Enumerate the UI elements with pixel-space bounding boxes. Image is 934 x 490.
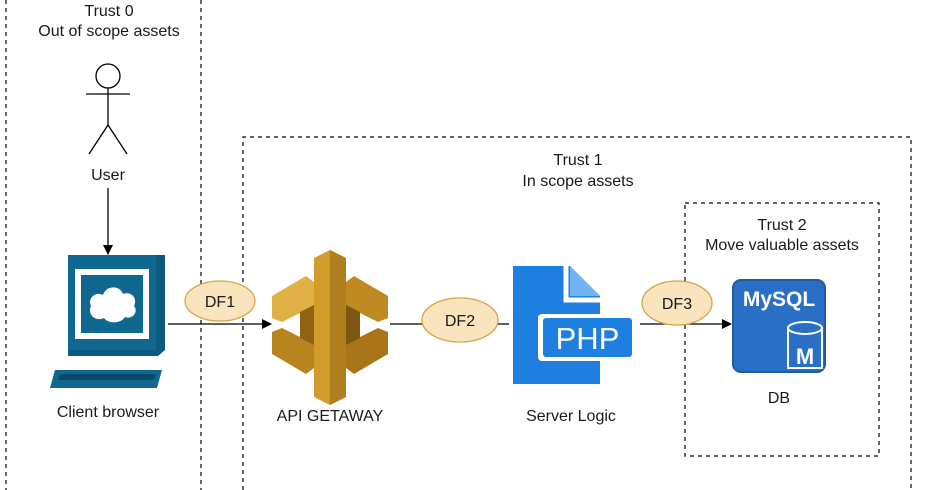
- client-browser-label: Client browser: [56, 404, 160, 421]
- mysql-db-icon: MySQL M: [732, 279, 826, 373]
- df1-label: DF1: [205, 294, 235, 311]
- client-browser-icon: [50, 255, 165, 388]
- user-actor-icon: [86, 63, 130, 155]
- server-logic-label: Server Logic: [526, 408, 616, 425]
- trust0-title: Trust 0: [84, 3, 134, 20]
- trust2-subtitle: Move valuable assets: [705, 237, 859, 254]
- df3-label: DF3: [662, 296, 692, 313]
- db-label: DB: [767, 390, 791, 407]
- api-gateway-icon: [272, 250, 388, 405]
- trust1-title: Trust 1: [553, 152, 603, 169]
- trust0-subtitle: Out of scope assets: [38, 23, 180, 40]
- php-file-icon: PHP: [513, 262, 637, 384]
- mysql-icon-text: MySQL: [743, 288, 816, 311]
- df1-flow: DF1: [184, 280, 256, 322]
- api-gateway-label: API GETAWAY: [276, 408, 384, 425]
- trust2-boundary: [684, 202, 880, 457]
- df3-flow: DF3: [641, 280, 713, 326]
- mysql-db-letter: M: [796, 344, 814, 369]
- df2-flow: DF2: [421, 297, 499, 343]
- user-label: User: [78, 166, 138, 186]
- trust1-subtitle: In scope assets: [522, 173, 634, 190]
- trust0-boundary: [5, 0, 202, 490]
- php-icon-text: PHP: [556, 321, 620, 356]
- trust2-title: Trust 2: [757, 217, 807, 234]
- df2-label: DF2: [445, 313, 475, 330]
